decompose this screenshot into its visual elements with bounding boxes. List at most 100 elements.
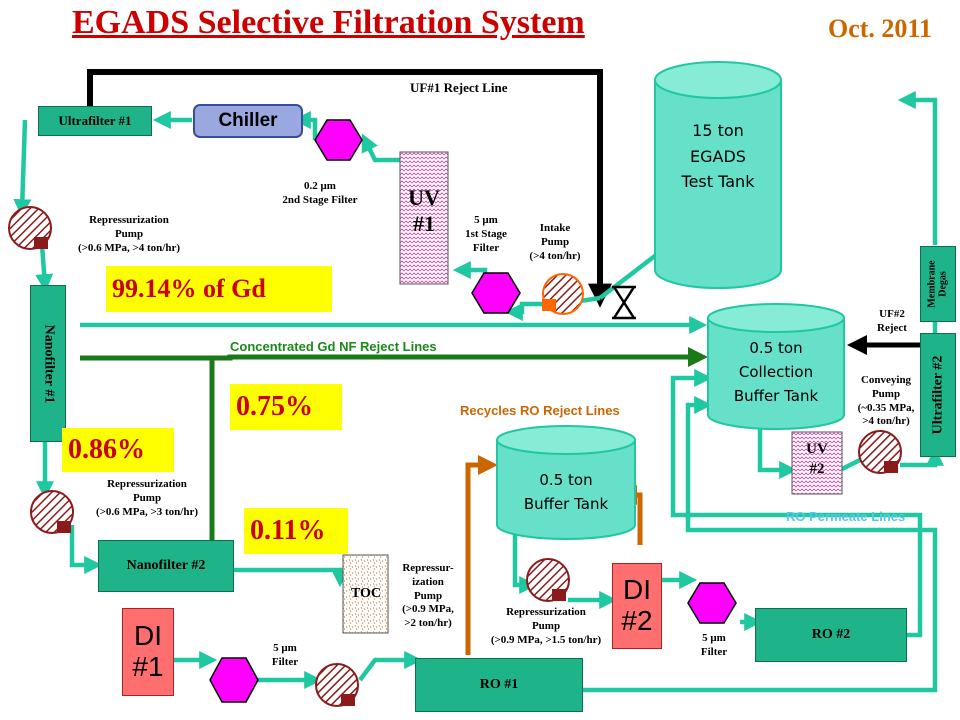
collection-tank-shape xyxy=(707,303,845,430)
filter-5-b-label: 5 μm Filter xyxy=(684,632,744,660)
valve-icon xyxy=(612,285,636,320)
repress-pump-3-label-1: Repressur- xyxy=(402,562,454,574)
uf1-reject-line xyxy=(87,69,612,308)
date-label: Oct. 2011 xyxy=(828,14,932,43)
ro-2-label: RO #2 xyxy=(811,627,851,642)
test-tank-label: 15 ton EGADS Test Tank xyxy=(655,118,781,195)
buffer-tank-line-1: 0.5 ton xyxy=(539,471,593,489)
di-2-label-1: DI xyxy=(623,574,651,606)
percentage-086-text: 0.86% xyxy=(68,434,145,465)
chiller-label: Chiller xyxy=(218,110,278,131)
page-title: EGADS Selective Filtration System xyxy=(72,4,585,41)
conveying-pump-label: Conveying Pump (~0.35 MPa, >4 ton/hr) xyxy=(850,374,922,429)
gd-percentage-text: 99.14% of Gd xyxy=(112,274,266,303)
repress-pump-2-label-2: Pump xyxy=(132,491,162,504)
uv-2-label-1: UV xyxy=(806,441,828,457)
membrane-degas-label-1: Membrane xyxy=(927,260,938,308)
ro-2: RO #2 xyxy=(755,608,907,662)
test-tank-line-1: 15 ton xyxy=(692,121,744,140)
uv-1: UV #1 xyxy=(400,185,448,238)
intake-pump-circle xyxy=(542,273,584,315)
collection-tank-line-1: 0.5 ton xyxy=(749,339,803,357)
filter-02-label-2: 2nd Stage Filter xyxy=(282,193,358,206)
collection-tank-line-3: Buffer Tank xyxy=(733,387,819,405)
percentage-011-badge: 0.11% xyxy=(244,508,348,554)
pump-circle xyxy=(526,558,570,602)
buffer-tank-label: 0.5 ton Buffer Tank xyxy=(497,468,635,516)
membrane-degas: Membrane Degas xyxy=(920,246,956,322)
filter-5-a-label: 5 μm Filter xyxy=(255,642,315,670)
repress-pump-3-label-3: Pump xyxy=(413,589,443,602)
repress-pump-4-label-1: Repressurization xyxy=(506,606,586,618)
uv2-panel xyxy=(791,431,843,495)
filter-5-first-label-1: 5 μm xyxy=(474,214,498,226)
filter-5-first-label: 5 μm 1st Stage Filter xyxy=(455,214,517,255)
intake-pump-label-1: Intake xyxy=(539,222,571,234)
filter-5-first-label-2: 1st Stage xyxy=(465,227,507,240)
nanofilter-1: Nanofilter #1 xyxy=(30,285,66,442)
pump-circle xyxy=(8,206,52,250)
nanofilter-2: Nanofilter #2 xyxy=(98,540,234,592)
intake-pump-label: Intake Pump (>4 ton/hr) xyxy=(515,222,595,263)
pump-circle xyxy=(315,663,359,707)
filter-hexagon xyxy=(471,272,521,314)
repress-pump-1-label: Repressurization Pump (>0.6 MPa, >4 ton/… xyxy=(58,214,200,255)
membrane-degas-label-2: Degas xyxy=(938,271,949,297)
repress-pump-4-label-3: (>0.9 MPa, >1.5 ton/hr) xyxy=(490,633,602,646)
pump-circle xyxy=(858,430,902,474)
ro-permeate-label: RO Permeate Lines xyxy=(786,509,906,524)
nanofilter-2-label: Nanofilter #2 xyxy=(126,558,206,573)
nanofilter-1-label: Nanofilter #1 xyxy=(41,324,56,403)
filter-5-first-label-3: Filter xyxy=(472,241,500,254)
percentage-011-text: 0.11% xyxy=(250,515,326,546)
test-tank-shape xyxy=(654,61,782,289)
uv1-panel xyxy=(399,151,449,285)
repress-pump-1-label-3: (>0.6 MPa, >4 ton/hr) xyxy=(77,241,181,254)
collection-tank-label: 0.5 ton Collection Buffer Tank xyxy=(708,336,844,408)
intake-pump-label-3: (>4 ton/hr) xyxy=(529,249,581,262)
collection-tank-line-2: Collection xyxy=(738,363,814,381)
conveying-pump-label-2: Pump xyxy=(871,387,901,400)
concentrated-gd-label: Concentrated Gd NF Reject Lines xyxy=(230,339,437,354)
uv-1-label-2: #1 xyxy=(413,211,435,237)
filter-5-a-label-1: 5 μm xyxy=(273,642,297,654)
repress-pump-1-label-2: Pump xyxy=(114,227,144,240)
buffer-tank-line-2: Buffer Tank xyxy=(523,495,609,513)
pump-circle xyxy=(30,490,74,534)
toc-label: TOC xyxy=(350,586,382,601)
uf2-reject-label-1: UF#2 xyxy=(879,308,905,320)
ultrafilter-1-label: Ultrafilter #1 xyxy=(58,113,132,128)
chiller-box: Chiller xyxy=(193,104,303,138)
uv-1-label-1: UV xyxy=(408,185,440,210)
uv-2-label-2: #2 xyxy=(809,460,825,477)
uf1-reject-label: UF#1 Reject Line xyxy=(410,80,508,95)
repress-pump-3-label: Repressur- ization Pump (>0.9 MPa, >2 to… xyxy=(390,562,466,631)
conveying-pump-label-4: >4 ton/hr) xyxy=(862,415,910,428)
repress-pump-4-label-2: Pump xyxy=(531,619,561,632)
filter-hexagon xyxy=(687,582,737,624)
filter-hexagon xyxy=(314,119,363,161)
test-tank-line-2: EGADS xyxy=(690,146,746,166)
recycles-ro-label: Recycles RO Reject Lines xyxy=(460,403,620,418)
buffer-tank-shape xyxy=(496,425,636,540)
repress-pump-2-label-1: Repressurization xyxy=(107,478,187,490)
di-2-label-2: #2 xyxy=(621,605,653,636)
percentage-086-badge: 0.86% xyxy=(62,428,174,472)
filter-5-b-label-1: 5 μm xyxy=(702,632,726,644)
di-1: DI #1 xyxy=(122,608,174,696)
uf2-reject-label: UF#2 Reject xyxy=(868,308,916,336)
repress-pump-3-label-4: (>0.9 MPa, xyxy=(402,603,454,616)
ro-1-label: RO #1 xyxy=(479,677,519,692)
toc-panel xyxy=(342,554,389,634)
uf2-reject-label-2: Reject xyxy=(877,321,907,334)
repress-pump-2-label-3: (>0.6 MPa, >3 ton/hr) xyxy=(95,505,199,518)
test-tank-line-3: Test Tank xyxy=(681,172,755,192)
ultrafilter-2: Ultrafilter #2 xyxy=(920,333,956,457)
repress-pump-1-label-1: Repressurization xyxy=(89,214,169,226)
ultrafilter-2-label: Ultrafilter #2 xyxy=(930,355,945,435)
filter-02-label-1: 0.2 μm xyxy=(304,180,336,192)
conveying-pump-label-1: Conveying xyxy=(860,374,912,386)
conveying-pump-label-3: (~0.35 MPa, xyxy=(857,401,915,414)
percentage-075-badge: 0.75% xyxy=(230,384,342,430)
